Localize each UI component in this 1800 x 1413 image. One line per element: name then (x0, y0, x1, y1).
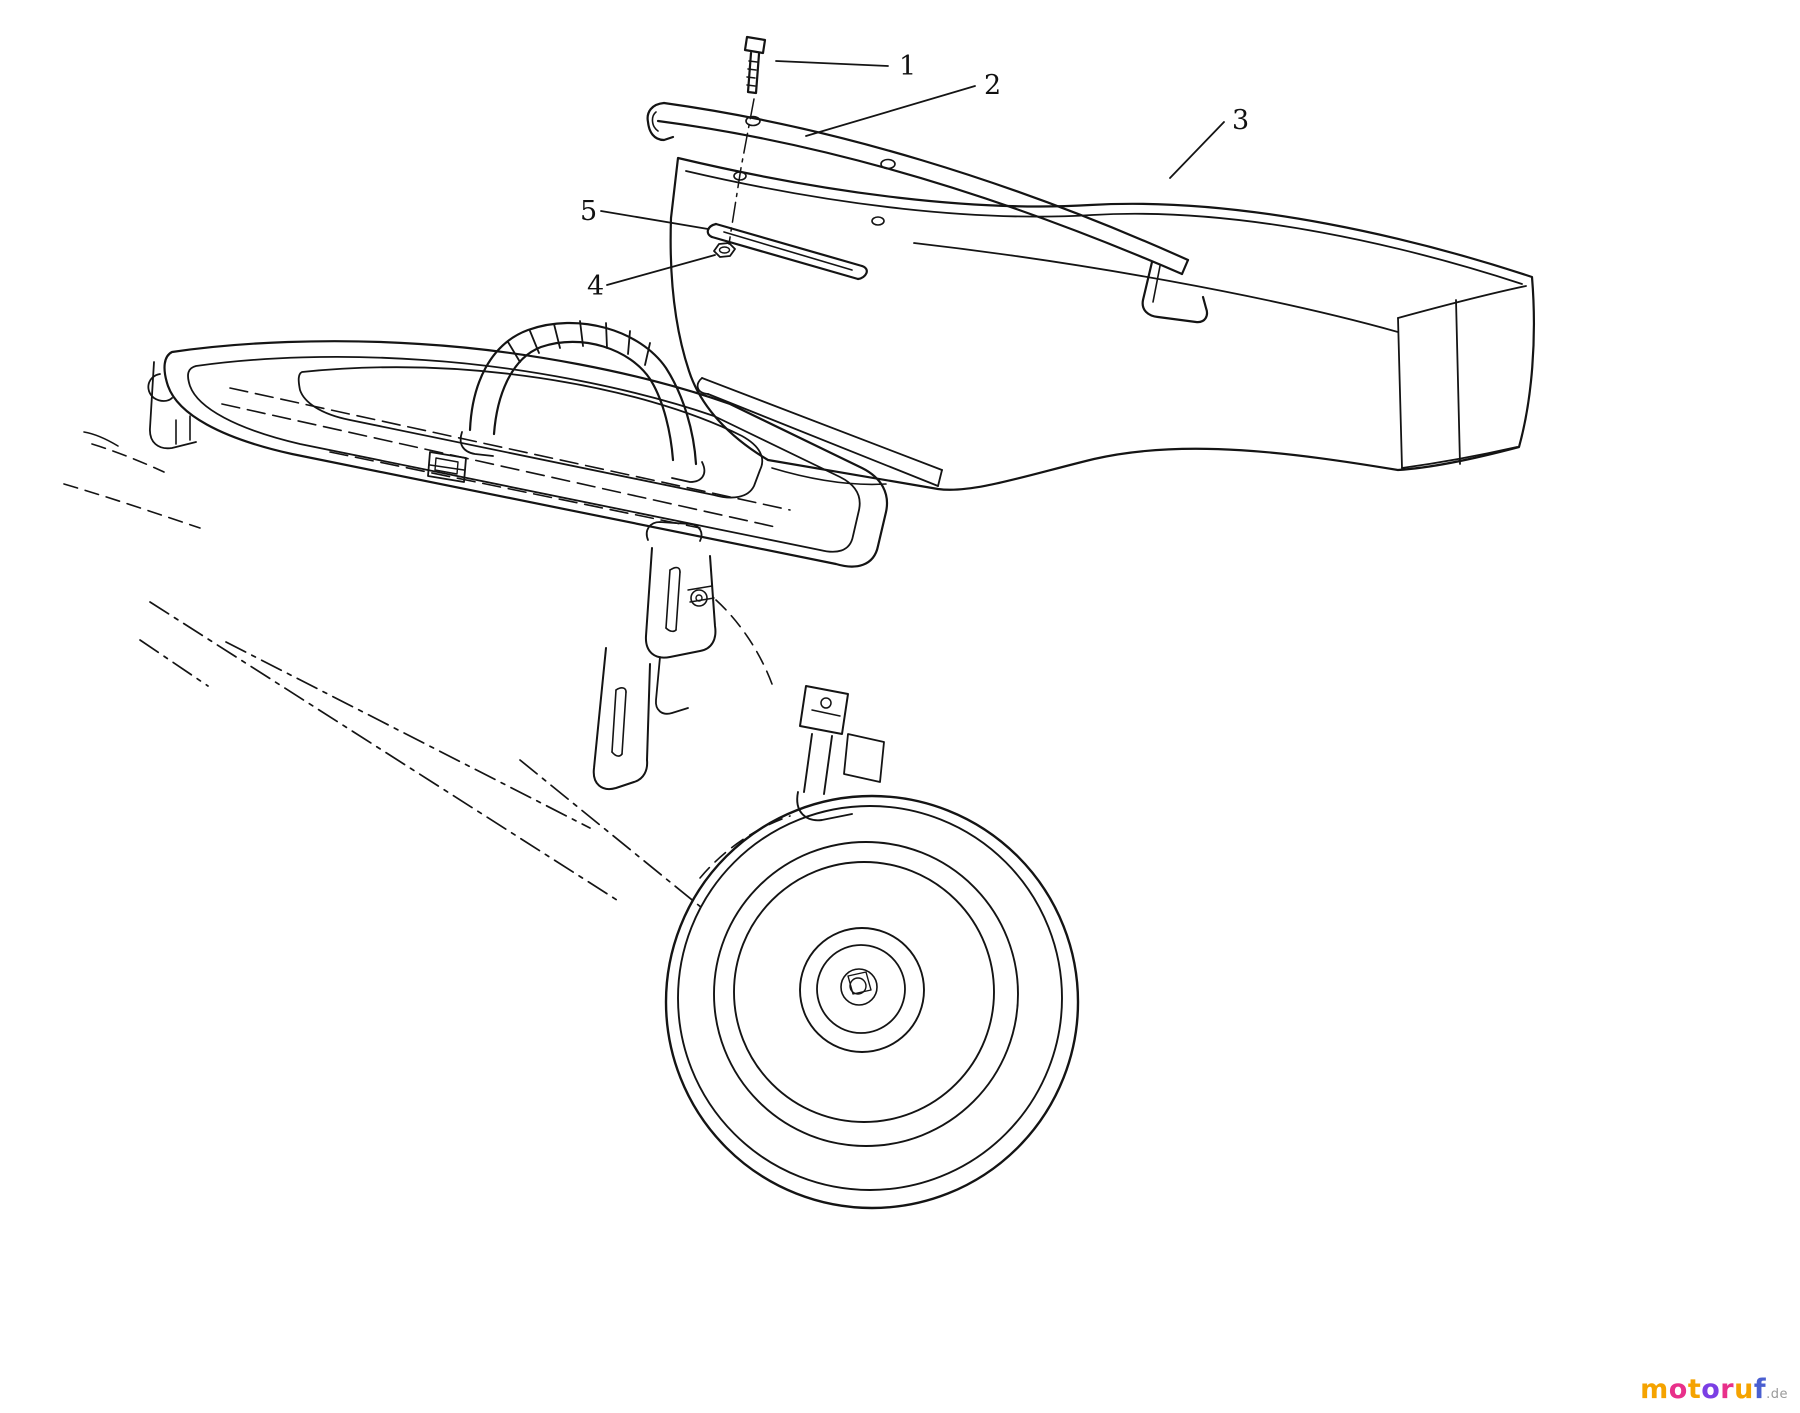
logo-suffix: .de (1766, 1387, 1788, 1402)
hinge-bracket (644, 547, 717, 715)
deck-cover (63, 340, 889, 568)
hex-nut (713, 242, 736, 258)
callout-labels: 1 2 3 5 4 (580, 51, 1249, 302)
callout-4: 4 (587, 271, 604, 302)
carry-handle (459, 320, 706, 483)
deflector-strip (646, 101, 1209, 324)
callout-2: 2 (984, 70, 1001, 101)
logo-letter: t (1687, 1374, 1702, 1405)
logo-letter: o (1701, 1374, 1721, 1405)
logo-letter: r (1720, 1374, 1735, 1405)
callout-3: 3 (1232, 105, 1249, 136)
logo-letter: o (1668, 1374, 1688, 1405)
hex-bolt (728, 35, 767, 245)
caster-bracket (715, 599, 885, 822)
logo-letter: u (1734, 1374, 1754, 1405)
logo-letter: m (1640, 1374, 1669, 1405)
discharge-chute (669, 156, 1535, 491)
hidden-deck-lines (139, 601, 703, 909)
wheel-assembly (664, 794, 1080, 1210)
logo-letter: f (1753, 1374, 1767, 1405)
callout-leaders (600, 60, 1225, 286)
slot-plate (706, 222, 868, 281)
support-strut (592, 647, 651, 790)
callout-1: 1 (899, 51, 916, 82)
motoruf-logo[interactable]: motoruf.de (1640, 1374, 1788, 1405)
callout-5: 5 (580, 196, 597, 227)
